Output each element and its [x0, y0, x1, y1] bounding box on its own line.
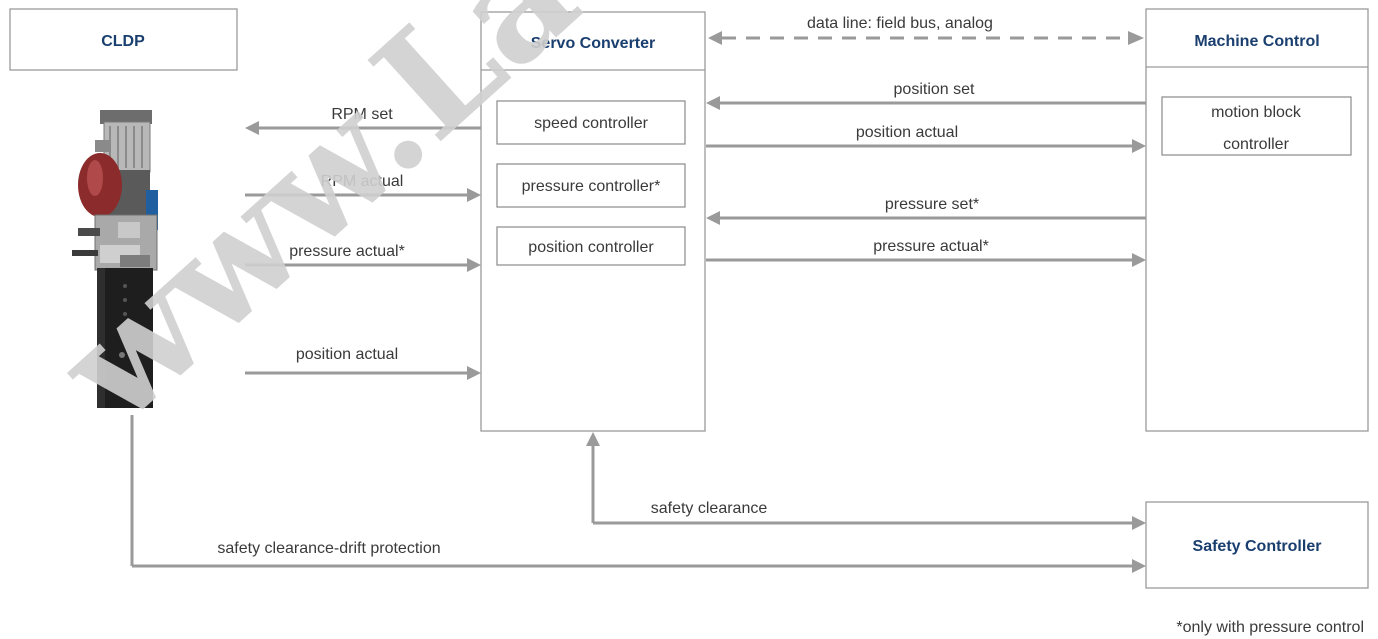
position-controller-label: position controller	[528, 239, 654, 256]
pressure-actual-left-arrow	[245, 258, 481, 272]
rpm-actual-label: RPM actual	[321, 173, 404, 190]
machine-control-box	[1145, 8, 1369, 432]
pressure-set-arrow	[706, 211, 1146, 225]
pressure-actual-left-label: pressure actual*	[289, 243, 405, 260]
pressure-controller-label: pressure controller*	[522, 178, 661, 195]
cldp-title: CLDP	[101, 33, 145, 50]
machine-control-title: Machine Control	[1194, 33, 1319, 50]
speed-controller-label: speed controller	[534, 115, 649, 132]
cldp-box	[9, 8, 238, 71]
pressure-actual-right-label: pressure actual*	[873, 238, 989, 255]
drift-protection-connector	[130, 415, 1146, 573]
position-actual-right-arrow	[706, 139, 1146, 153]
motion-block-line2: controller	[1223, 136, 1289, 153]
safety-clearance-connector	[586, 432, 1146, 530]
data-line-connector	[708, 31, 1144, 45]
motion-block-line1: motion block	[1211, 104, 1302, 121]
rpm-set-arrow	[245, 121, 481, 135]
position-controller-block	[496, 226, 686, 266]
data-line-label: data line: field bus, analog	[807, 15, 993, 32]
safety-clearance-label: safety clearance	[651, 500, 768, 517]
speed-controller-block	[496, 100, 686, 145]
pressure-set-label: pressure set*	[885, 196, 979, 213]
footnote: *only with pressure control	[1176, 619, 1364, 636]
drift-protection-label: safety clearance-drift protection	[217, 540, 440, 557]
safety-controller-box	[1145, 501, 1369, 589]
safety-controller-title: Safety Controller	[1193, 538, 1322, 555]
motion-block-controller-block	[1161, 96, 1352, 156]
position-actual-left-arrow	[245, 366, 481, 380]
rpm-set-label: RPM set	[331, 106, 393, 123]
position-set-arrow	[706, 96, 1146, 110]
cldp-device-illustration	[72, 110, 158, 408]
servo-converter-title: Servo Converter	[531, 35, 656, 52]
position-set-label: position set	[894, 81, 975, 98]
position-actual-right-label: position actual	[856, 124, 958, 141]
pressure-controller-block	[496, 163, 686, 208]
servo-converter-box	[480, 11, 706, 432]
pressure-actual-right-arrow	[706, 253, 1146, 267]
position-actual-left-label: position actual	[296, 346, 398, 363]
rpm-actual-arrow	[245, 188, 481, 202]
